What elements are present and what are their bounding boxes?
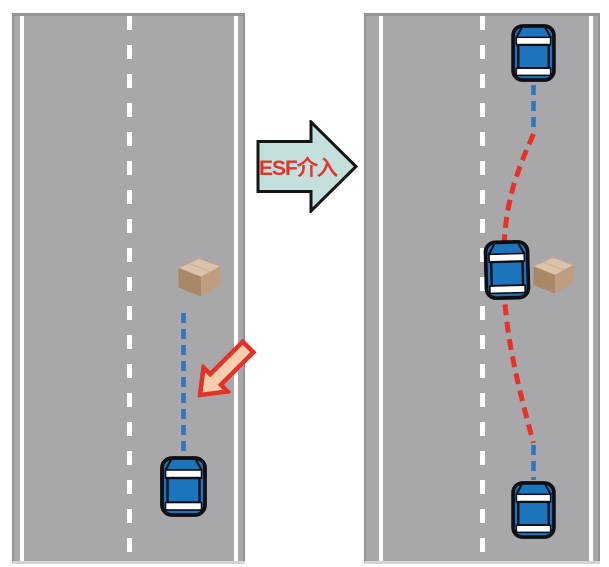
road-after-panel: [364, 13, 600, 561]
center-lane-line-before: [127, 16, 132, 561]
block-arrow-right-icon: [256, 120, 359, 213]
car-top-view-icon: [511, 24, 556, 82]
center-lane-line-after: [480, 16, 485, 561]
cardboard-box-icon: [532, 257, 575, 294]
right-edge-line-after: [589, 16, 593, 561]
car-after-swerving: [483, 238, 531, 301]
car-after-bottom: [511, 481, 556, 539]
car-top-view-icon: [483, 239, 531, 301]
left-edge-line-after: [379, 16, 383, 561]
obstacle-box-after: [532, 256, 575, 295]
car-top-view-icon: [160, 456, 207, 517]
ego-car-before: [160, 456, 207, 517]
obstacle-box-before: [177, 257, 222, 298]
right-edge-line-before: [234, 16, 238, 561]
esf-intervention-arrow: ESF介入: [256, 120, 359, 213]
esf-label: ESF介入: [259, 156, 338, 180]
car-top-view-icon: [511, 481, 556, 539]
block-arrow-down-left-icon: [197, 338, 257, 398]
warning-arrow: [184, 331, 265, 412]
left-edge-line-before: [20, 16, 24, 561]
car-after-top: [511, 24, 556, 82]
cardboard-box-icon: [177, 258, 222, 297]
